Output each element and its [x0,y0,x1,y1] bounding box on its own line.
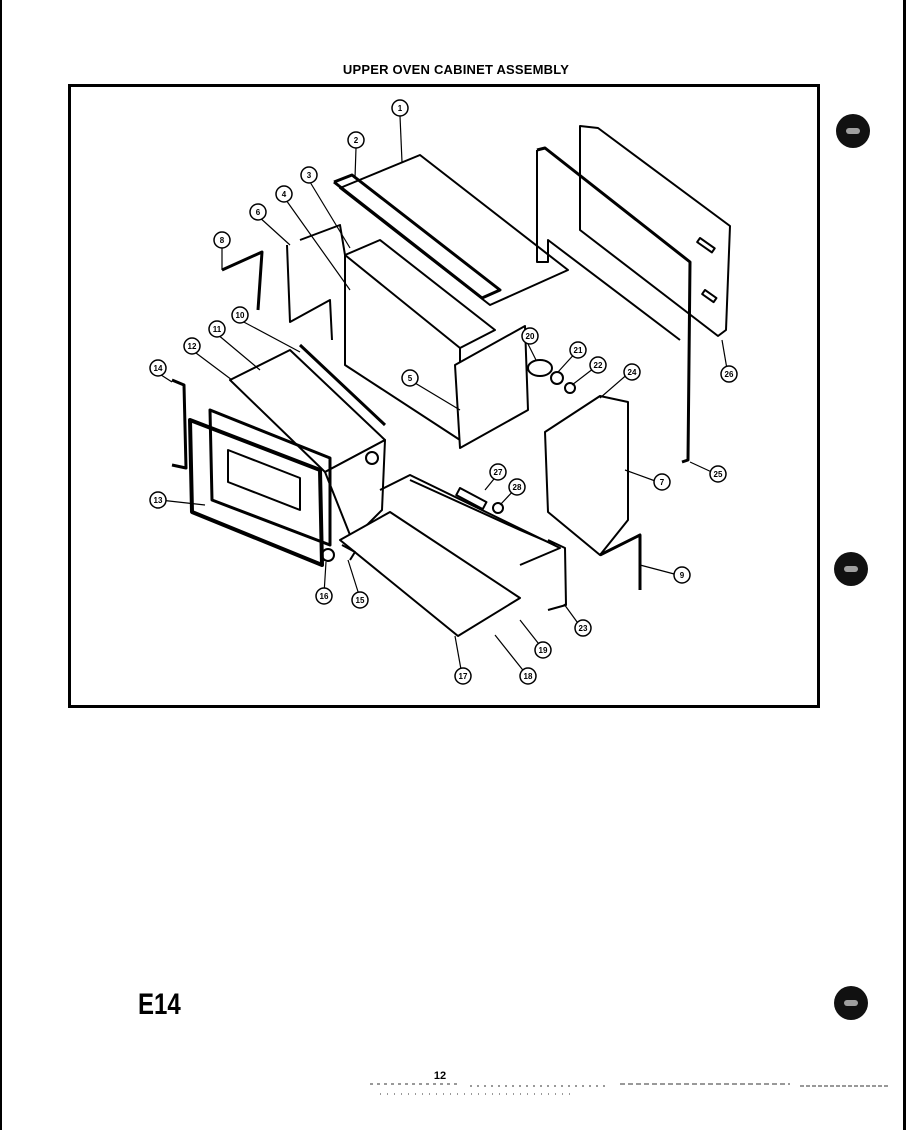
callout-label: 13 [154,496,163,505]
part-switch-28 [492,502,504,514]
binder-hole [836,114,870,148]
page-edge-left [0,0,2,1130]
part-bottom-panel-17 [339,511,521,637]
page-edge-right [903,0,906,1130]
callout-label: 25 [714,470,723,479]
callout-label: 6 [256,208,261,217]
callout-label: 26 [725,370,734,379]
scan-noise [370,1083,890,1095]
callout-label: 28 [513,483,522,492]
callout-label: 2 [354,136,359,145]
part-oven-liner-side [324,439,386,541]
callout-label: 27 [494,468,503,477]
callout-label: 18 [524,672,533,681]
part-top-panel [339,154,569,306]
callout-label: 21 [574,346,583,355]
callout-label: 1 [398,104,403,113]
binder-hole [834,986,868,1020]
part-bracket-23 [547,539,567,611]
part-side-panel-7 [544,395,629,556]
part-frame-25 [536,146,692,464]
part-bottom-rail-19 [379,474,561,566]
callout-label: 24 [628,368,637,377]
callout-label: 5 [408,374,413,383]
part-clip-15 [341,544,356,561]
page-number: 12 [433,1070,447,1082]
part-bracket-14 [171,378,188,470]
part-side-panel [344,239,496,349]
part-bracket-8 [221,250,264,311]
part-screw-16 [321,548,335,562]
part-bracket-9 [599,533,642,590]
diagram-frame [68,84,820,708]
callout-label: 19 [539,646,548,655]
callout-label: 7 [660,478,665,487]
callout-label: 11 [213,325,222,334]
exploded-parts-diagram: 1 2 3 4 5 6 7 8 9 10 11 12 13 14 15 16 1… [149,99,738,685]
diagram-title: UPPER OVEN CABINET ASSEMBLY [342,62,570,77]
callout-label: 8 [220,236,225,245]
part-switch-27 [455,487,488,511]
part-lamp-socket-20 [527,359,553,377]
callout-label: 16 [320,592,329,601]
part-lamp-21 [550,371,564,385]
callout-label: 17 [459,672,468,681]
callout-label: 4 [282,190,287,199]
part-liner-flange-10 [298,343,387,427]
section-code: E14 [138,988,181,1021]
part-back-panel [579,125,731,337]
part-lamp-22 [564,382,576,394]
part-front-frame-13 [188,418,324,567]
callout-label: 22 [594,361,603,370]
binder-hole [834,552,868,586]
callout-label: 10 [236,311,245,320]
part-rear-panel-5 [454,325,529,449]
callout-label: 15 [356,596,365,605]
part-bracket-6 [286,244,333,341]
callout-label: 23 [579,624,588,633]
part-top-rail [333,173,502,300]
callout-label: 12 [188,342,197,351]
callout-label: 3 [307,171,312,180]
callout-label: 9 [680,571,685,580]
callout-label: 20 [526,332,535,341]
callout-label: 14 [154,364,163,373]
